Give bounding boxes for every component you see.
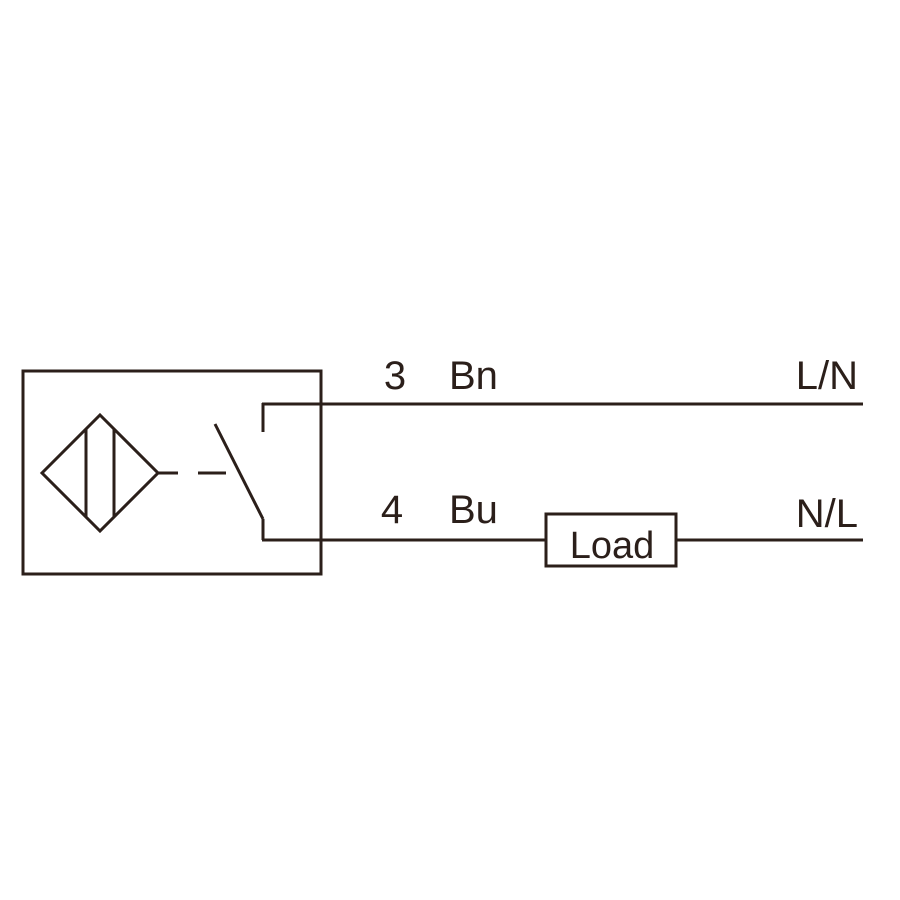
switch-contact-arm xyxy=(213,423,265,520)
normally-open-switch-icon xyxy=(213,403,265,540)
terminal-ln: L/N xyxy=(796,354,858,398)
load-label: Load xyxy=(570,525,655,567)
wire-color-bu: Bu xyxy=(449,488,498,532)
wire-number-4: 4 xyxy=(381,488,403,532)
inductive-sensor-symbol-icon xyxy=(39,412,178,534)
terminal-nl: N/L xyxy=(796,492,858,536)
wire-color-bn: Bn xyxy=(449,354,498,398)
sensor-housing xyxy=(21,369,323,576)
wire-number-3: 3 xyxy=(384,354,406,398)
sensor-diamond xyxy=(39,412,161,534)
